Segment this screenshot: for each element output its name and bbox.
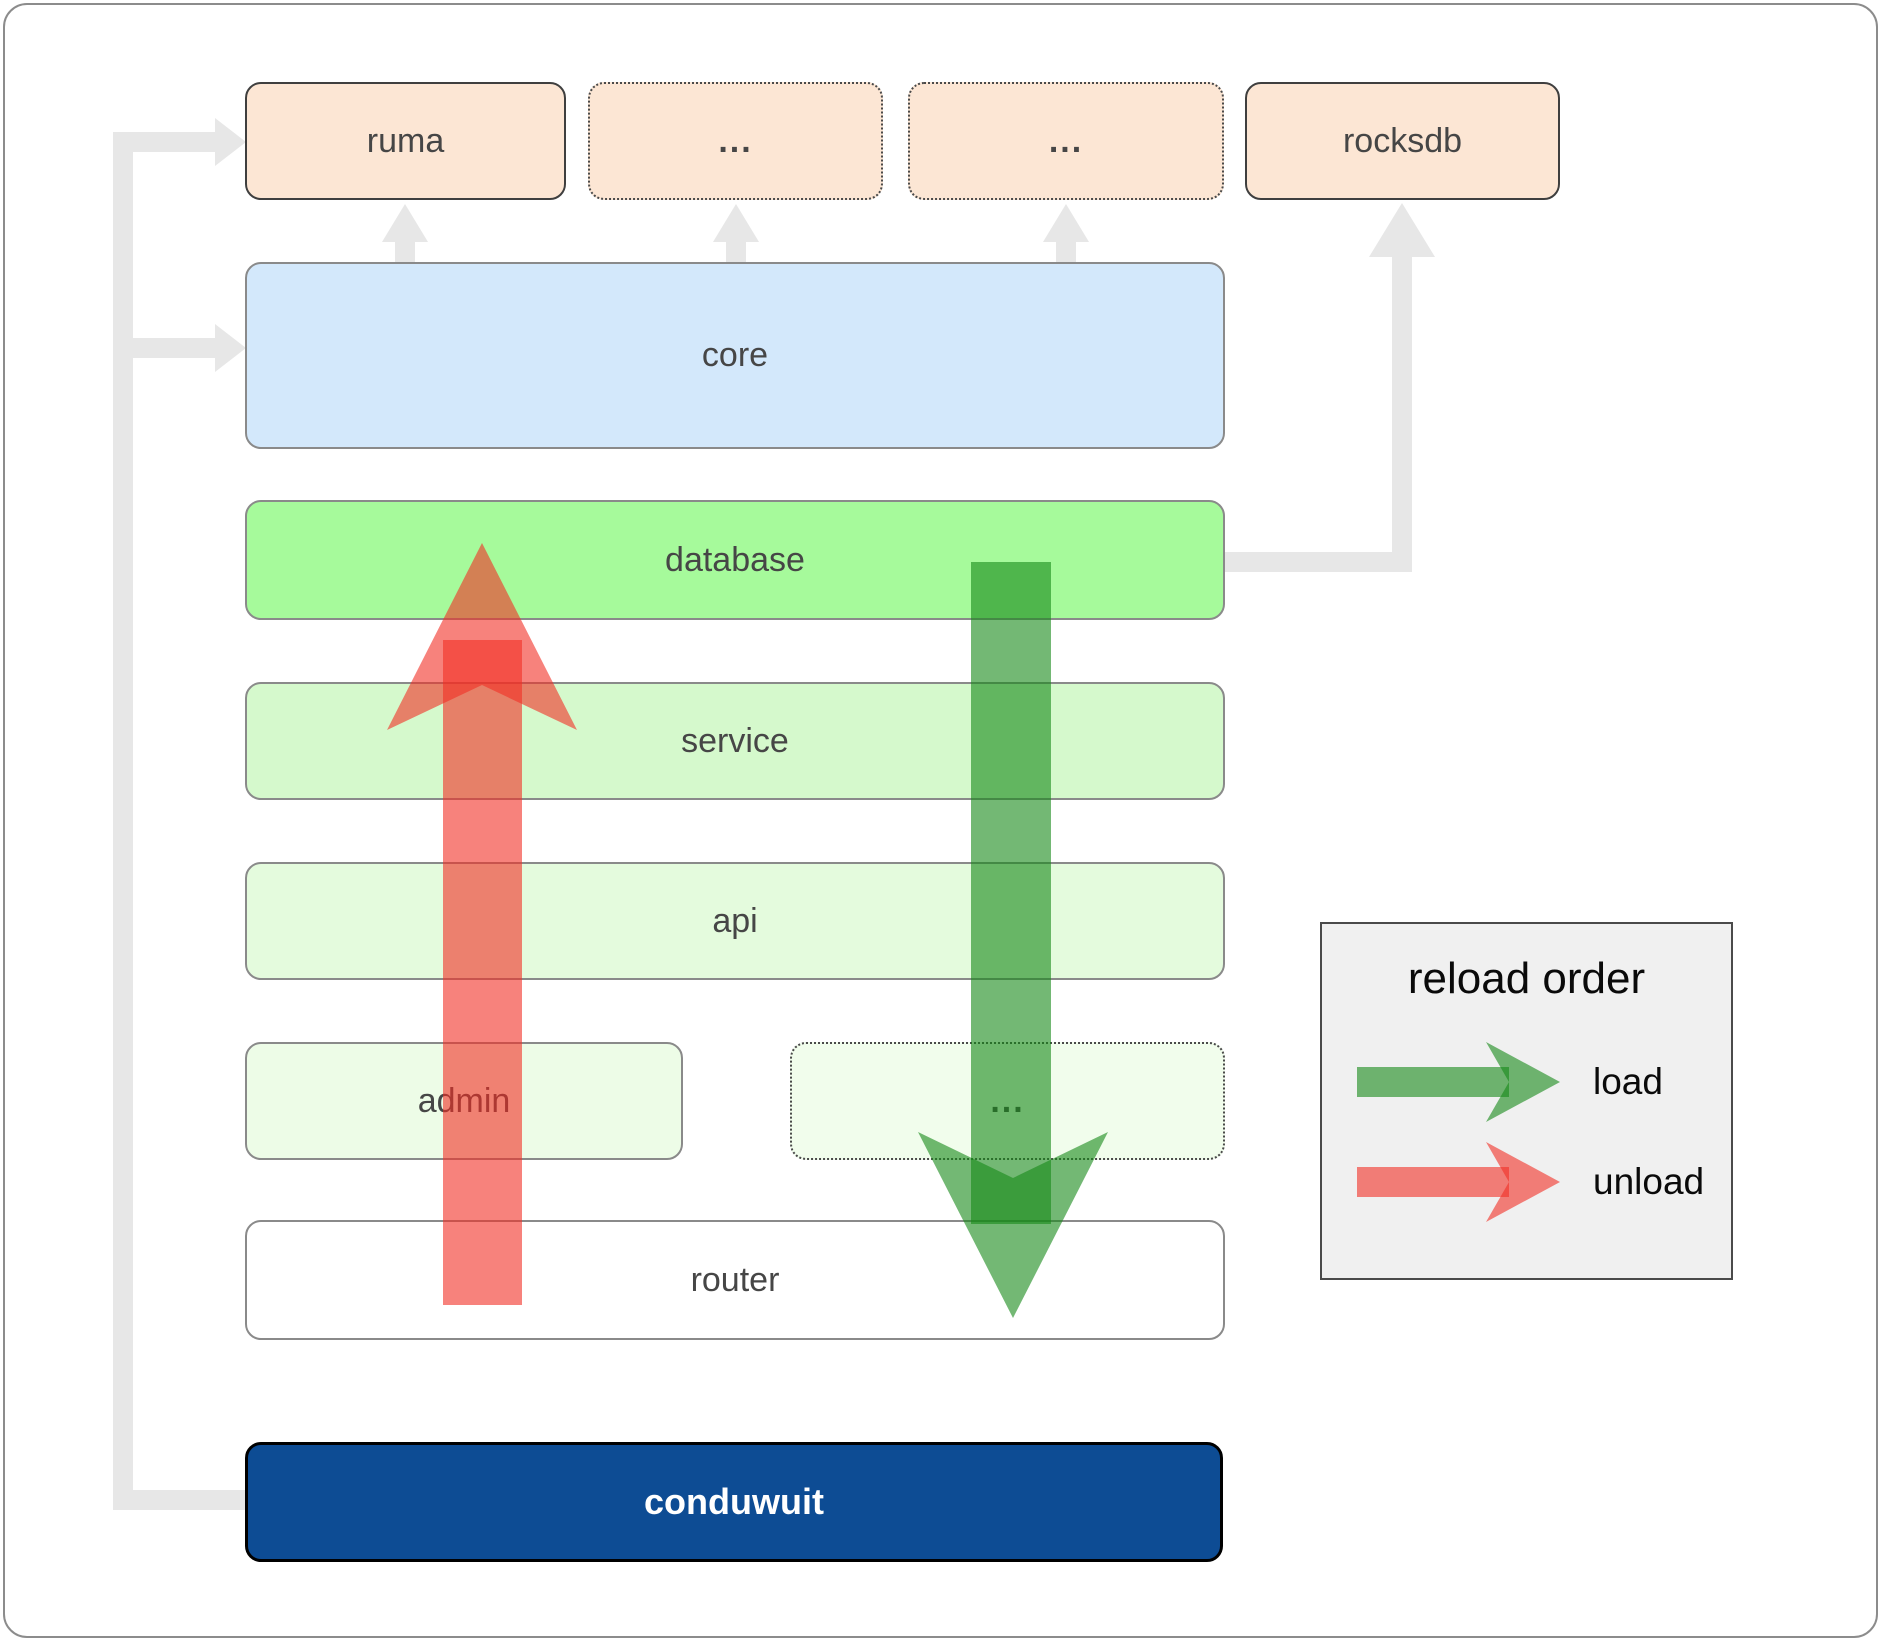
box-ellipsis-1-label: ... [718,121,753,160]
box-router-label: router [690,1260,780,1299]
box-service: service [245,682,1225,800]
box-core-label: core [701,336,769,374]
box-ruma-label: ruma [366,121,445,160]
box-conduwuit-label: conduwuit [644,1481,824,1522]
box-admin: admin [245,1042,683,1160]
box-api: api [245,862,1225,980]
box-router: router [245,1220,1225,1340]
box-core: core [245,262,1225,449]
box-ruma: ruma [245,82,566,200]
legend-unload-label: unload [1593,1161,1705,1202]
box-ellipsis-2: ... [908,82,1224,200]
legend: reload order [1320,922,1733,1280]
box-ellipsis-3-label: ... [990,1081,1025,1120]
box-service-label: service [681,721,789,760]
box-ellipsis-1: ... [588,82,883,200]
box-ellipsis-2-label: ... [1048,121,1084,160]
box-ellipsis-3: ... [790,1042,1225,1160]
legend-load-label: load [1593,1061,1663,1102]
box-database: database [245,500,1225,620]
outer-frame [3,3,1878,1638]
box-rocksdb-label: rocksdb [1342,121,1463,160]
box-database-label: database [665,540,805,579]
box-rocksdb: rocksdb [1245,82,1560,200]
box-api-label: api [712,901,758,940]
box-conduwuit: conduwuit [245,1442,1223,1562]
box-admin-label: admin [417,1081,511,1120]
legend-title: reload order [1407,954,1646,1003]
